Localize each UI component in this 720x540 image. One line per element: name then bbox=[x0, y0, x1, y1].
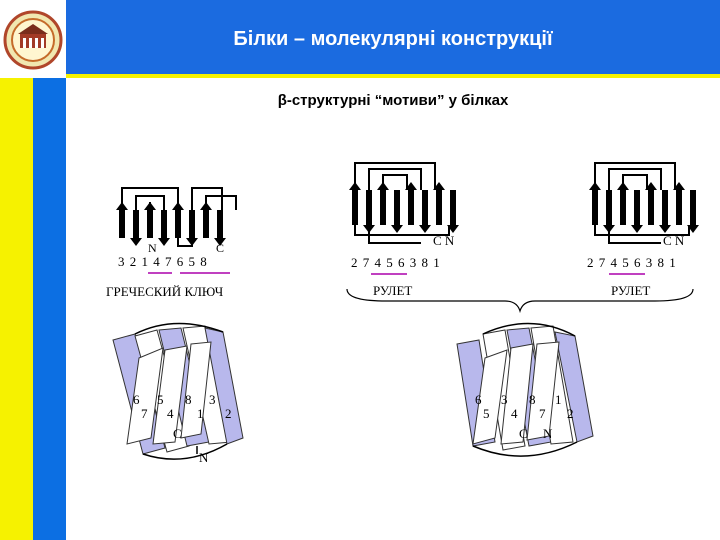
sandwich-n-terminus: N bbox=[543, 426, 553, 441]
roll-strands-right bbox=[589, 162, 699, 244]
sequence-underline bbox=[148, 272, 230, 274]
strand-label-1: 1 bbox=[197, 406, 204, 421]
sequence-underline bbox=[371, 273, 407, 275]
roll-sandwich: 6 3 8 1 5 4 7 2 C N bbox=[455, 318, 605, 468]
strand-label-5: 5 bbox=[157, 392, 164, 407]
sandwich-n-terminus: N bbox=[199, 450, 209, 465]
greek-key-strands: N C bbox=[116, 187, 237, 255]
roll-topology-right: C N 2 7 4 5 6 3 8 1 РУЛЕТ bbox=[585, 155, 705, 305]
subtitle: β-структурні “мотиви” у білках bbox=[277, 92, 509, 109]
n-terminus-label: N bbox=[444, 233, 455, 248]
header-band bbox=[66, 0, 720, 78]
strand-label-6: 6 bbox=[475, 392, 482, 407]
grouping-brace bbox=[346, 288, 694, 314]
roll-sequence-center: 2 7 4 5 6 3 8 1 bbox=[351, 255, 441, 270]
greek-key-sandwich: 6 5 8 3 7 4 1 2 C N bbox=[105, 318, 255, 468]
strand-label-3: 3 bbox=[501, 392, 508, 407]
n-terminus-label: N bbox=[148, 241, 157, 255]
strand-label-7: 7 bbox=[539, 406, 546, 421]
strand-label-2: 2 bbox=[225, 406, 232, 421]
sandwich-c-terminus: C bbox=[173, 426, 182, 441]
blue-side-bar bbox=[33, 0, 66, 540]
c-terminus-label: C bbox=[433, 233, 442, 248]
university-logo bbox=[0, 0, 66, 78]
roll-strands-center bbox=[349, 162, 459, 244]
c-terminus-label: C bbox=[663, 233, 672, 248]
strand-label-4: 4 bbox=[511, 406, 518, 421]
c-terminus-label: C bbox=[216, 241, 224, 255]
roll-caption-right: РУЛЕТ bbox=[611, 283, 651, 298]
roll-caption-center: РУЛЕТ bbox=[373, 283, 413, 298]
roll-topology-center: C N 2 7 4 5 6 3 8 1 РУЛЕТ bbox=[345, 155, 465, 305]
n-terminus-label: N bbox=[674, 233, 685, 248]
strand-label-3: 3 bbox=[209, 392, 216, 407]
strand-label-8: 8 bbox=[529, 392, 536, 407]
greek-key-sequence: 3 2 1 4 7 6 5 8 bbox=[118, 254, 208, 269]
strand-label-4: 4 bbox=[167, 406, 174, 421]
roll-sequence-right: 2 7 4 5 6 3 8 1 bbox=[587, 255, 677, 270]
sandwich-diagram-left bbox=[112, 322, 244, 460]
sandwich-c-terminus: C bbox=[519, 426, 528, 441]
strand-label-6: 6 bbox=[133, 392, 140, 407]
sequence-underline bbox=[609, 273, 645, 275]
strand-label-2: 2 bbox=[567, 406, 574, 421]
greek-key-topology: N C 3 2 1 4 7 6 5 8 ГРЕЧЕСКИЙ КЛЮЧ bbox=[106, 180, 260, 300]
strand-label-7: 7 bbox=[141, 406, 148, 421]
greek-key-caption: ГРЕЧЕСКИЙ КЛЮЧ bbox=[106, 284, 224, 299]
strand-label-1: 1 bbox=[555, 392, 562, 407]
strand-label-8: 8 bbox=[185, 392, 192, 407]
yellow-side-bar bbox=[0, 0, 33, 540]
crest-icon bbox=[3, 10, 63, 70]
strand-label-5: 5 bbox=[483, 406, 490, 421]
sandwich-diagram-right bbox=[456, 322, 594, 457]
page-title: Білки – молекулярні конструкції bbox=[233, 28, 553, 50]
